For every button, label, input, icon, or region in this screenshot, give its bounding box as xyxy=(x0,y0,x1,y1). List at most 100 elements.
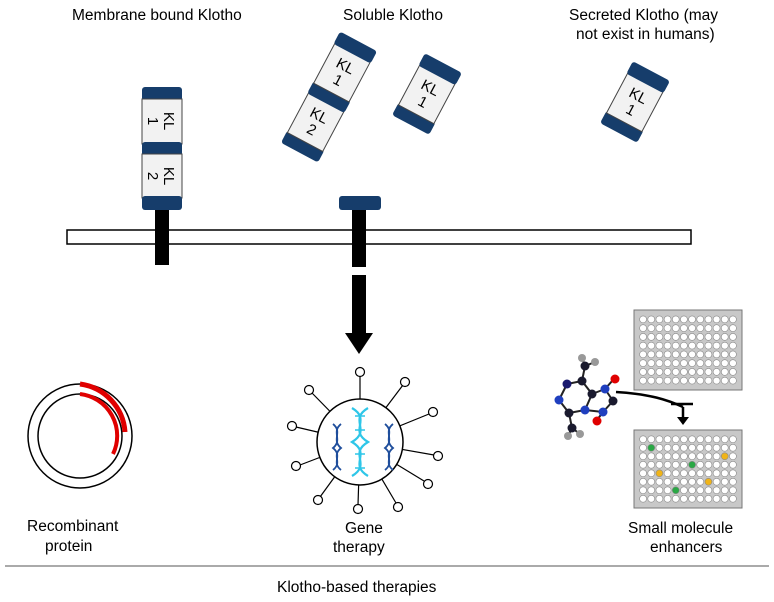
soluble-klotho-label: Soluble Klotho xyxy=(343,7,443,24)
well xyxy=(729,469,737,478)
well xyxy=(655,486,664,495)
well xyxy=(696,486,705,495)
well xyxy=(663,460,672,469)
well xyxy=(712,350,721,359)
well xyxy=(647,359,656,367)
well xyxy=(663,368,672,376)
well xyxy=(720,460,729,469)
well xyxy=(704,469,713,478)
well xyxy=(639,494,647,503)
well xyxy=(663,359,672,367)
well xyxy=(688,443,696,452)
well xyxy=(663,333,672,341)
well xyxy=(720,359,729,367)
well xyxy=(671,315,680,324)
kl2-domain-label: KL xyxy=(160,167,177,185)
well xyxy=(720,368,729,376)
well xyxy=(639,452,647,461)
well xyxy=(663,469,672,478)
well xyxy=(655,435,664,444)
red-arc-outer xyxy=(79,381,128,433)
well xyxy=(688,333,696,341)
well xyxy=(704,460,713,469)
svg-text:KL: KL xyxy=(626,84,650,108)
well xyxy=(680,494,688,503)
well xyxy=(720,469,729,478)
well xyxy=(655,376,664,385)
well xyxy=(655,333,664,341)
well xyxy=(647,443,656,452)
well xyxy=(639,333,647,341)
well xyxy=(639,477,647,486)
well xyxy=(712,359,721,367)
well xyxy=(680,443,688,452)
well xyxy=(655,368,664,376)
well xyxy=(671,452,680,461)
well xyxy=(671,350,680,359)
well xyxy=(712,341,721,350)
well xyxy=(639,341,647,350)
well xyxy=(712,469,721,478)
well xyxy=(680,435,688,444)
well xyxy=(688,460,696,469)
well xyxy=(704,376,713,385)
well xyxy=(696,477,705,486)
well xyxy=(696,315,705,324)
well xyxy=(729,443,737,452)
well xyxy=(720,315,729,324)
well xyxy=(639,350,647,359)
small-molecule-label-line1: Small molecule xyxy=(628,520,734,537)
well xyxy=(729,324,737,332)
well xyxy=(671,460,680,469)
well xyxy=(639,315,647,324)
well xyxy=(639,486,647,495)
well xyxy=(712,435,721,444)
well xyxy=(720,324,729,332)
well xyxy=(704,452,713,461)
well xyxy=(655,477,664,486)
secreted-klotho: KL 1 xyxy=(601,62,669,142)
well xyxy=(720,486,729,495)
well xyxy=(663,315,672,324)
well xyxy=(712,460,721,469)
well xyxy=(696,452,705,461)
well xyxy=(704,477,713,486)
well xyxy=(688,469,696,478)
well xyxy=(712,368,721,376)
well xyxy=(655,315,664,324)
well-plate-top xyxy=(633,309,743,391)
well xyxy=(680,376,688,385)
well xyxy=(704,359,713,367)
gene-therapy-label-line2: therapy xyxy=(333,539,385,556)
well xyxy=(639,376,647,385)
well xyxy=(663,494,672,503)
well xyxy=(639,359,647,367)
well xyxy=(729,315,737,324)
well xyxy=(729,350,737,359)
well xyxy=(704,486,713,495)
svg-text:2: 2 xyxy=(144,172,161,180)
well xyxy=(671,341,680,350)
well xyxy=(720,494,729,503)
well xyxy=(696,494,705,503)
dna-small-left-icon xyxy=(331,423,343,471)
well xyxy=(655,350,664,359)
well xyxy=(671,324,680,332)
secreted-klotho-label-line2: not exist in humans) xyxy=(576,26,715,43)
well xyxy=(704,435,713,444)
well xyxy=(663,324,672,332)
well xyxy=(663,486,672,495)
recombinant-protein-label-line2: protein xyxy=(45,538,93,555)
well xyxy=(647,469,656,478)
well xyxy=(688,359,696,367)
cell-membrane xyxy=(66,229,692,245)
well xyxy=(639,460,647,469)
small-molecule-label-line2: enhancers xyxy=(650,539,723,556)
well xyxy=(704,368,713,376)
down-arrow-icon xyxy=(345,275,373,354)
cleaved-stub xyxy=(339,196,381,267)
well xyxy=(671,359,680,367)
well xyxy=(696,368,705,376)
well xyxy=(688,341,696,350)
